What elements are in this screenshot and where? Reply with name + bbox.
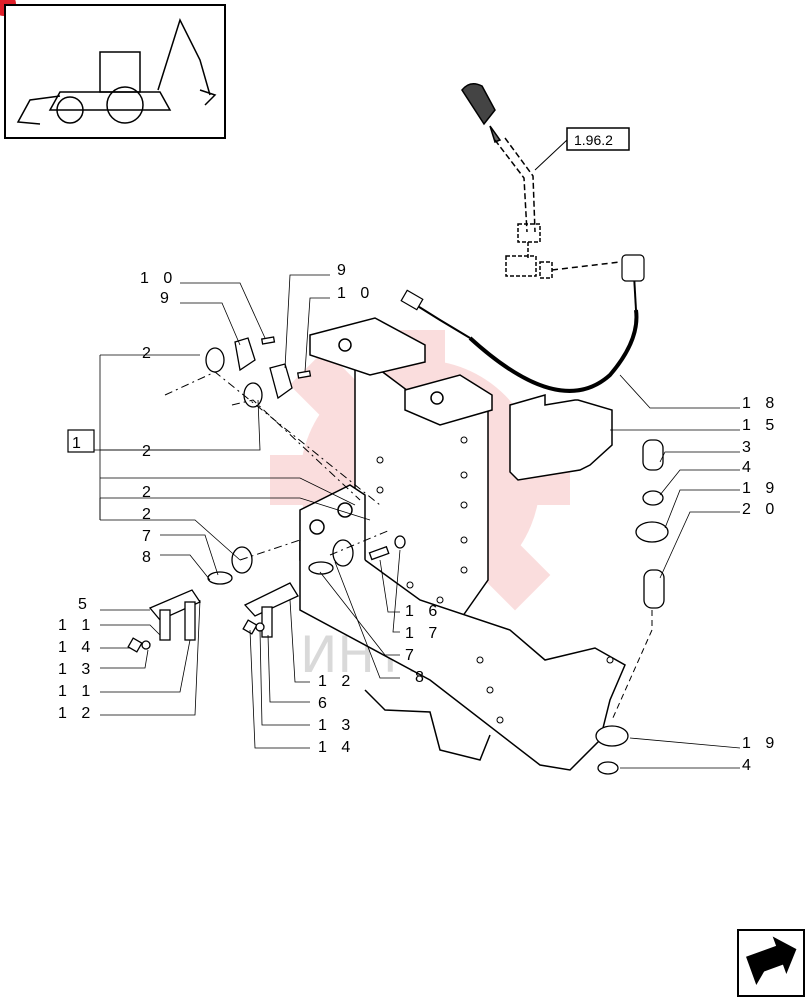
mounts [595, 439, 669, 775]
callout-19-bottom: 1 9 [742, 735, 779, 752]
control-cable [400, 254, 645, 393]
callout-14-left: 1 4 [58, 639, 95, 656]
callout-2-b: 2 [142, 443, 156, 460]
callout-7-left: 7 [142, 528, 156, 545]
callout-2-a: 2 [142, 345, 156, 362]
callout-17: 1 7 [405, 625, 442, 642]
assembly-lines [164, 371, 391, 561]
callout-5: 5 [78, 596, 92, 613]
callout-12-mid: 1 2 [318, 673, 355, 690]
callout-6: 6 [318, 695, 332, 712]
frame-holes [376, 436, 614, 724]
callout-8-left: 8 [142, 549, 156, 566]
callout-10-right: 1 0 [337, 285, 374, 302]
callout-9-right: 9 [337, 262, 351, 279]
callout-13-left: 1 3 [58, 661, 95, 678]
callout-20: 2 0 [742, 501, 779, 518]
leader-lines [70, 274, 741, 769]
callout-11-b: 1 1 [58, 683, 95, 700]
reference-number: 1.96.2 [574, 132, 613, 148]
callout-19-top: 1 9 [742, 480, 779, 497]
callout-2-d: 2 [142, 506, 156, 523]
frame-column [299, 317, 626, 771]
gear-lever [461, 83, 621, 279]
callout-4-top: 4 [742, 459, 756, 476]
callout-9-left: 9 [160, 290, 174, 307]
backhoe-loader-icon[interactable] [4, 4, 226, 139]
bushings [205, 336, 354, 574]
callout-7-mid: 7 [405, 647, 419, 664]
next-page-arrow-icon[interactable] [737, 929, 805, 997]
callout-8-mid: 8 [415, 669, 429, 686]
callout-box-1 [67, 429, 95, 453]
bracket-15 [509, 394, 613, 481]
callout-2-c: 2 [142, 484, 156, 501]
callout-15: 1 5 [742, 417, 779, 434]
callout-4-bottom: 4 [742, 757, 756, 774]
callout-labels: 1 0 9 9 1 0 2 1 2 2 2 7 8 5 1 1 1 4 1 3 … [58, 262, 779, 774]
callout-1: 1 [72, 435, 86, 452]
callout-16: 1 6 [405, 603, 442, 620]
callout-18: 1 8 [742, 395, 779, 412]
callout-12-left: 1 2 [58, 705, 95, 722]
callout-10-top: 1 0 [140, 270, 177, 287]
callout-14-mid: 1 4 [318, 739, 355, 756]
callout-3: 3 [742, 439, 756, 456]
reference-box[interactable]: 1.96.2 [534, 127, 630, 171]
callout-11-a: 1 1 [58, 617, 95, 634]
callout-13-mid: 1 3 [318, 717, 355, 734]
